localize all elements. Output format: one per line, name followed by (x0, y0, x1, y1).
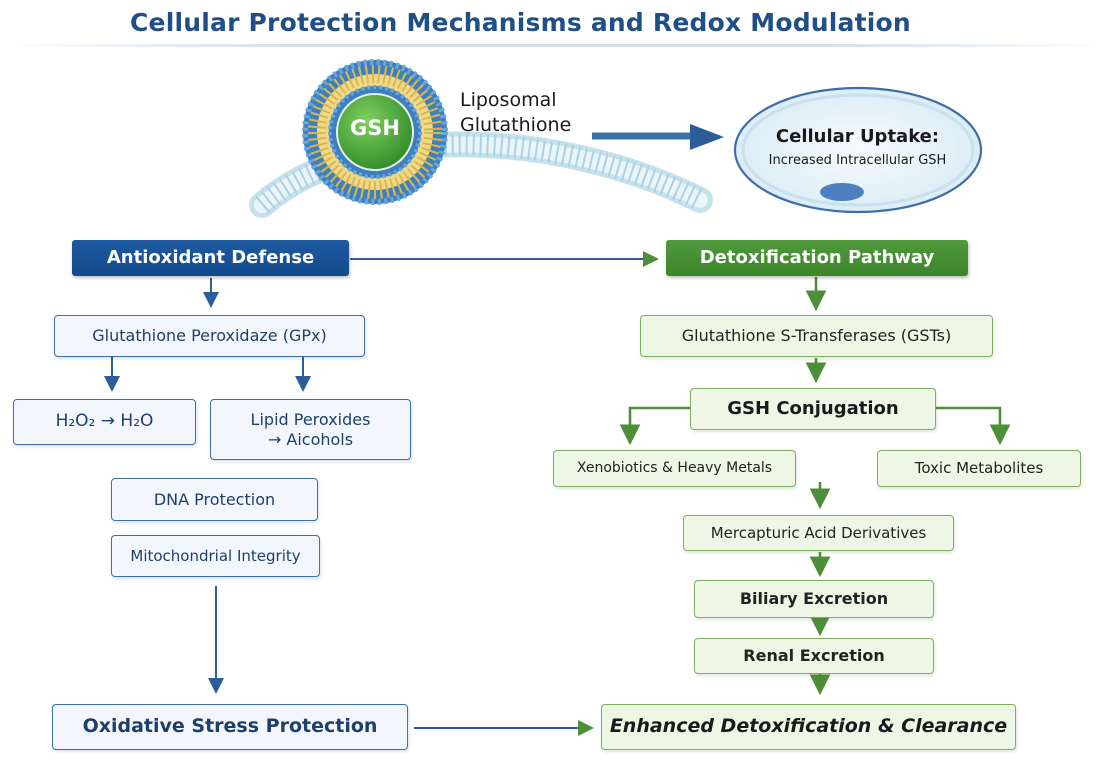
lipid-peroxides-line1: Lipid Peroxides (250, 409, 371, 429)
lipid-peroxides-box: Lipid Peroxides → Aicohols (210, 399, 411, 460)
gsh-conjugation-box: GSH Conjugation (690, 388, 936, 430)
oxidative-stress-protection-box: Oxidative Stress Protection (52, 704, 408, 750)
mercapturic-acid-box: Mercapturic Acid Derivatives (683, 515, 954, 551)
page-title: Cellular Protection Mechanisms and Redox… (130, 8, 911, 37)
detox-connectors (619, 277, 1011, 696)
membrane-arc (249, 131, 713, 218)
antioxidant-connectors (104, 251, 659, 736)
cell-icon (733, 86, 983, 214)
enhanced-detoxification-box: Enhanced Detoxification & Clearance (601, 704, 1016, 750)
gsh-core-label: GSH (350, 116, 400, 140)
xenobiotics-box: Xenobiotics & Heavy Metals (553, 450, 796, 487)
dna-protection-box: DNA Protection (111, 478, 318, 521)
biliary-excretion-box: Biliary Excretion (694, 580, 934, 618)
h2o2-reaction-box: H₂O₂ → H₂O (13, 399, 196, 445)
gpx-box: Glutathione Peroxidaze (GPx) (54, 315, 365, 357)
uptake-arrow (592, 124, 724, 150)
renal-excretion-box: Renal Excretion (694, 638, 934, 674)
cell-uptake-subtext: Increased Intracellular GSH (768, 153, 947, 168)
liposome-label: Liposomal Glutathione (460, 88, 590, 137)
antioxidant-defense-header: Antioxidant Defense (72, 240, 349, 276)
liposome-label-line2: Glutathione (460, 113, 572, 136)
gst-box: Glutathione S-Transferases (GSTs) (640, 315, 993, 357)
title-divider (0, 44, 1112, 47)
liposome-label-line1: Liposomal (460, 89, 557, 111)
liposome-icon (302, 59, 448, 205)
cell-uptake-heading: Cellular Uptake: (775, 126, 940, 147)
detoxification-pathway-header: Detoxification Pathway (666, 240, 968, 276)
mitochondrial-integrity-box: Mitochondrial Integrity (111, 535, 320, 577)
lipid-peroxides-line2: → Aicohols (267, 429, 354, 449)
toxic-metabolites-box: Toxic Metabolites (877, 450, 1081, 487)
